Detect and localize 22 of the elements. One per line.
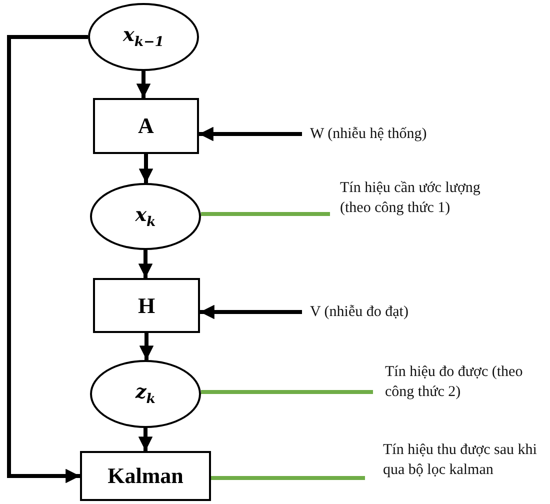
state-ellipse: x$_{k}$	[90, 183, 201, 250]
annotation-text: V (nhiễu đo đạt)	[310, 304, 408, 320]
annotation-text: Tín hiệu cần ước lượng (theo công thức 1)	[340, 180, 480, 216]
process-box: H	[93, 278, 200, 333]
arrow	[7, 35, 88, 484]
arrow	[200, 304, 302, 320]
connector-line	[201, 212, 330, 216]
process-box: A	[93, 98, 199, 154]
process-box: Kalman	[80, 451, 211, 501]
connector-line	[211, 476, 365, 480]
arrow	[139, 333, 154, 360]
arrow	[138, 428, 153, 451]
arrow	[138, 154, 154, 183]
arrow	[136, 71, 151, 98]
arrow	[138, 250, 153, 278]
annotation-text: Tín hiệu thu được sau khi qua bộ lọc kalman	[383, 442, 537, 478]
state-ellipse: x$_{k−1}$	[88, 3, 199, 71]
arrow	[199, 126, 302, 142]
state-ellipse: z$_{k}$	[90, 360, 201, 428]
connector-line	[201, 390, 373, 394]
annotation-text: W (nhiễu hệ thống)	[310, 126, 427, 142]
annotation-text: Tín hiệu đo được (theo công thức 2)	[385, 364, 523, 400]
